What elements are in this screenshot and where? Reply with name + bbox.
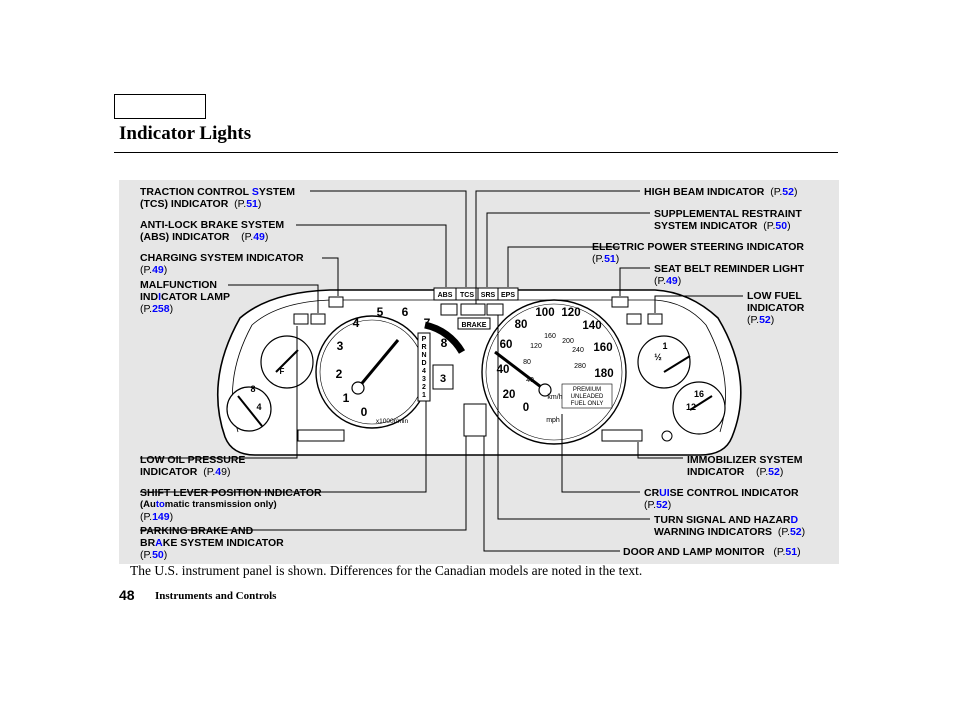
tach-unit: x1000r/min	[376, 418, 409, 425]
speed-mph-180: 180	[594, 368, 613, 380]
brake-indicator-icon: BRAKE	[462, 322, 487, 329]
srs-indicator-icon: SRS	[481, 292, 496, 299]
speed-unit-mph: mph	[546, 417, 560, 424]
speed-mph-20: 20	[503, 389, 516, 401]
speed-mph-100: 100	[535, 307, 554, 319]
eps-indicator-icon: EPS	[501, 292, 515, 299]
fuel-mark-half: ½	[654, 352, 662, 362]
gear-letter-n: N	[421, 352, 426, 359]
label-low-fuel: LOW FUEL INDICATOR (P.52)	[747, 290, 805, 326]
gear-letter-1: 1	[422, 392, 426, 399]
speed-mph-120: 120	[561, 307, 580, 319]
gear-display: 3	[440, 373, 446, 385]
speed-mph-40: 40	[497, 364, 510, 376]
gear-letter-3: 3	[422, 376, 426, 383]
speed-mph-140: 140	[582, 320, 601, 332]
speed-kmh-160: 160	[544, 333, 556, 340]
speed-mph-0: 0	[523, 402, 529, 414]
label-charging: CHARGING SYSTEM INDICATOR (P.49)	[140, 252, 304, 276]
fuel-mark-full: 1	[662, 341, 667, 351]
figure-caption: The U.S. instrument panel is shown. Diff…	[130, 563, 643, 578]
left-gauge-mark-8: 8	[250, 384, 255, 394]
tach-number-6: 6	[402, 305, 409, 319]
label-eps: ELECTRIC POWER STEERING INDICATOR (P.51)	[592, 241, 804, 265]
tach-number-0: 0	[361, 405, 368, 419]
speed-kmh-120: 120	[530, 343, 542, 350]
tach-number-4: 4	[353, 316, 360, 330]
label-srs: SUPPLEMENTAL RESTRAINT SYSTEM INDICATOR …	[654, 208, 802, 232]
gear-letter-d: D	[421, 360, 426, 367]
nav-box[interactable]	[114, 94, 206, 119]
speed-unit-kmh: km/h	[547, 394, 562, 401]
title-divider	[114, 152, 838, 153]
label-door-lamp-monitor: DOOR AND LAMP MONITOR (P.51)	[623, 546, 801, 558]
fuel-note-line-2: UNLEADED	[571, 394, 604, 400]
gear-letter-4: 4	[422, 368, 426, 375]
label-turn-signal: TURN SIGNAL AND HAZARD WARNING INDICATOR…	[654, 514, 806, 538]
fuel-note-line-3: FUEL ONLY	[571, 401, 604, 407]
tach-number-7: 7	[424, 316, 431, 330]
left-gauge-mark-4: 4	[256, 402, 261, 412]
label-tcs: TRACTION CONTROL SYSTEM (TCS) INDICATOR …	[140, 186, 295, 210]
gear-letter-p: P	[422, 336, 427, 343]
tach-number-5: 5	[377, 305, 384, 319]
label-abs: ANTI-LOCK BRAKE SYSTEM (ABS) INDICATOR (…	[140, 219, 285, 243]
speed-kmh-40: 40	[526, 377, 534, 384]
label-parking-brake: PARKING BRAKE AND BRAKE SYSTEM INDICATOR…	[140, 525, 284, 561]
abs-indicator-icon: ABS	[438, 292, 453, 299]
label-malfunction: MALFUNCTION INDICATOR LAMP (P.258)	[140, 279, 231, 315]
page-title: Indicator Lights	[119, 123, 252, 144]
fuel-note-line-1: PREMIUM	[573, 387, 601, 393]
page-number: 48	[119, 587, 135, 603]
tach-number-3: 3	[337, 339, 344, 353]
label-seat-belt: SEAT BELT REMINDER LIGHT (P.49)	[654, 263, 805, 287]
speed-kmh-280: 280	[574, 363, 586, 370]
tach-number-1: 1	[343, 391, 350, 405]
tach-number-2: 2	[336, 367, 343, 381]
speed-mph-80: 80	[515, 319, 528, 331]
gear-letter-r: R	[421, 344, 426, 351]
label-low-oil: LOW OIL PRESSURE INDICATOR (P.49)	[140, 454, 246, 478]
tcs-indicator-icon: TCS	[460, 292, 474, 299]
speed-kmh-80: 80	[523, 359, 531, 366]
label-shift-lever: SHIFT LEVER POSITION INDICATOR (Automati…	[140, 487, 322, 523]
speed-mph-60: 60	[500, 339, 513, 351]
speed-kmh-200: 200	[562, 338, 574, 345]
gear-letter-2: 2	[422, 384, 426, 391]
temp-mark-16: 16	[694, 389, 704, 399]
temp-mark-12: 12	[686, 402, 696, 412]
speed-mph-160: 160	[593, 342, 612, 354]
section-name: Instruments and Controls	[155, 590, 277, 602]
label-cruise-control: CRUISE CONTROL INDICATOR (P.52)	[644, 487, 799, 511]
label-immobilizer: IMMOBILIZER SYSTEM INDICATOR (P.52)	[687, 454, 803, 478]
label-high-beam: HIGH BEAM INDICATOR (P.52)	[644, 186, 798, 198]
left-gauge-letter: F	[280, 367, 285, 376]
tach-number-8: 8	[441, 336, 448, 350]
speed-kmh-240: 240	[572, 347, 584, 354]
